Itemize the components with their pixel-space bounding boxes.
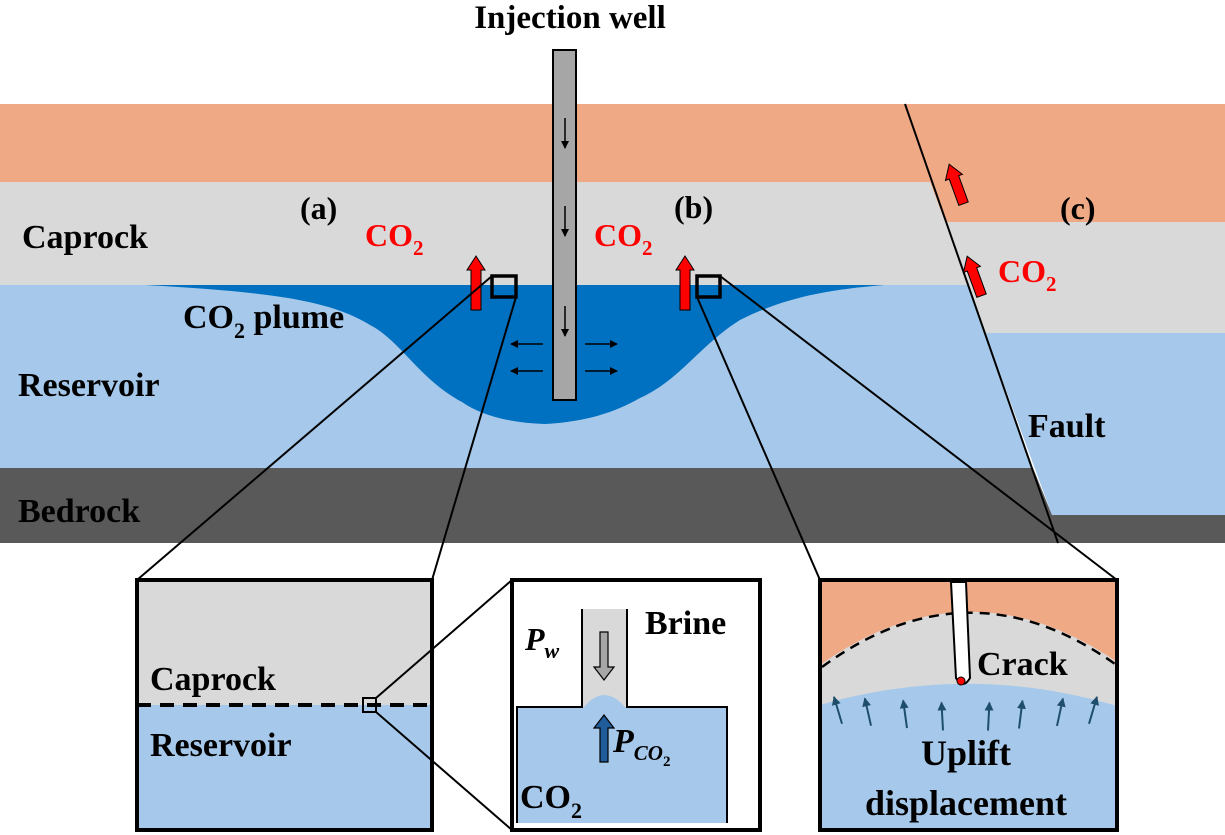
uplift-arrow	[1056, 697, 1066, 727]
panel-caprock-label: Caprock	[150, 661, 276, 698]
bedrock-label: Bedrock	[18, 493, 140, 530]
leak-arrow-a	[466, 255, 486, 311]
fault-leak-arrow-lower	[962, 255, 987, 299]
marker-b: (b)	[674, 189, 713, 225]
co2-label-c: CO2	[998, 253, 1057, 296]
pore-co2-label: CO2	[520, 779, 582, 823]
connector-b-left	[696, 296, 821, 581]
crack-tip-icon	[956, 676, 966, 686]
co2-meniscus	[584, 695, 625, 707]
marker-c: (c)	[1060, 190, 1096, 226]
uplift-arrow	[862, 697, 872, 726]
marker-a: (a)	[300, 190, 337, 226]
leak-arrow-b	[675, 255, 695, 311]
uplift-label-line2: displacement	[865, 783, 1067, 823]
zoom-box-b	[695, 274, 722, 299]
uplift-arrow	[984, 701, 994, 731]
panel-interface-frame	[135, 578, 434, 832]
panel-pore-detail: Pw Brine PCO2 CO2	[510, 578, 762, 832]
uplift-arrows	[831, 695, 1099, 731]
overburden-right-block	[930, 182, 1225, 222]
pore-walls	[516, 609, 728, 823]
fault-label: Fault	[1028, 408, 1106, 445]
uplift-arrow	[937, 701, 947, 731]
panel-pore-frame	[510, 578, 762, 832]
panel-interface: Caprock Reservoir	[135, 578, 513, 832]
pw-label: Pw	[524, 621, 560, 663]
reservoir-arch	[822, 683, 1117, 830]
caprock-right-block	[945, 222, 1225, 333]
uplift-arrow	[831, 695, 843, 725]
reservoir-right-block	[985, 333, 1225, 515]
connector-a-left	[136, 275, 493, 581]
co2-plume	[145, 285, 885, 424]
zoom-box-a	[490, 274, 518, 299]
uplift-label-line1: Uplift	[921, 733, 1011, 773]
caprock-label: Caprock	[22, 219, 148, 256]
co2-label-a: CO2	[365, 217, 424, 260]
co2-label-b: CO2	[594, 217, 653, 260]
overburden-layer	[0, 104, 1225, 182]
panel-uplift: Crack Uplift displacement	[818, 578, 1119, 832]
uplift-arrow	[899, 699, 909, 729]
connector-a-right	[431, 296, 517, 581]
caprock-layer	[0, 182, 968, 285]
reservoir-label: Reservoir	[18, 367, 160, 404]
uplift-arrow	[1017, 699, 1026, 729]
bedrock-layer	[0, 468, 1225, 543]
pore-zoom-box	[362, 697, 377, 713]
fault-line	[904, 103, 1059, 544]
title-label: Injection well	[474, 0, 666, 36]
pco2-label: PCO2	[612, 723, 670, 770]
panel-reservoir-label: Reservoir	[150, 727, 292, 764]
co2-pressure-arrow	[592, 714, 616, 763]
cross-section: Injection well Caprock Reservoir Bedrock…	[0, 0, 1225, 581]
connector-pore-top	[375, 579, 513, 699]
co2-pore-body	[517, 707, 727, 823]
connector-pore-bottom	[375, 711, 513, 831]
plume-label: CO2 plume	[183, 299, 344, 343]
fault-leak-arrow-upper	[944, 163, 969, 207]
brine-label: Brine	[645, 605, 726, 642]
crack-label: Crack	[977, 646, 1068, 683]
uplift-arrow	[1088, 695, 1099, 725]
panel-uplift-frame	[818, 578, 1119, 832]
brine-pressure-arrow	[592, 631, 616, 681]
connector-b-right	[719, 275, 1118, 581]
